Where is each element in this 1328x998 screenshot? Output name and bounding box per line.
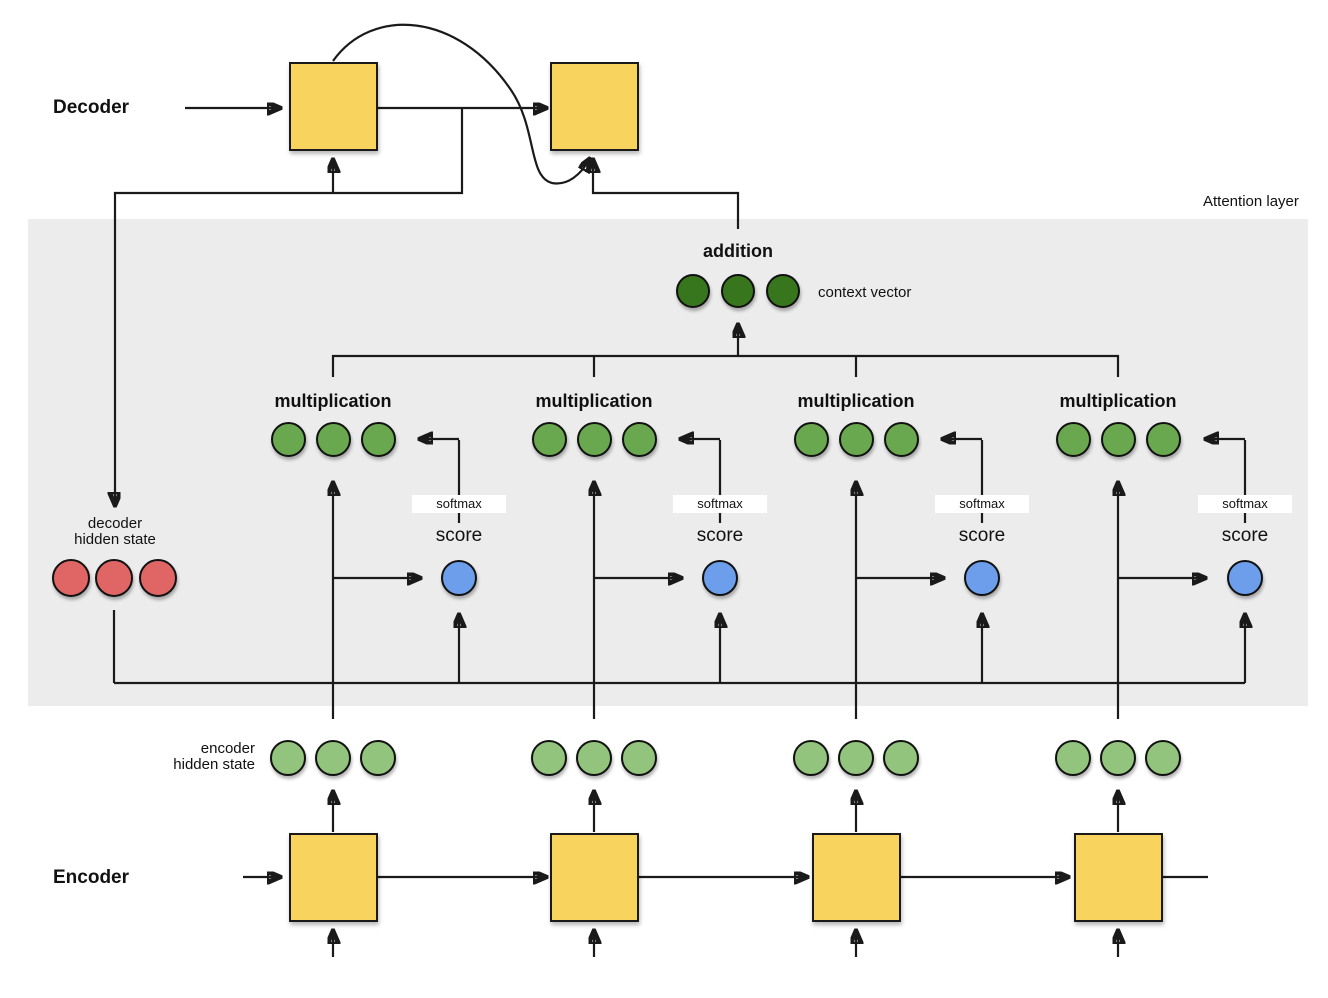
multiplication-label: multiplication xyxy=(274,391,392,411)
encoder-hidden-state-line1: encoder xyxy=(200,740,255,757)
multiplication-circle xyxy=(884,422,919,457)
context-vector-circle xyxy=(766,274,800,308)
context-vector-label: context vector xyxy=(818,284,912,301)
multiplication-circle xyxy=(577,422,612,457)
decoder-recurrent-curve-arrow xyxy=(332,23,589,185)
score-label: score xyxy=(1221,525,1269,546)
encoder-cell-4 xyxy=(1074,833,1163,922)
score-circle xyxy=(441,560,477,596)
decoder-hidden-state-line2: hidden state xyxy=(74,531,156,548)
attention-layer-panel xyxy=(28,219,1308,706)
encoder-label: Encoder xyxy=(53,867,130,888)
multiplication-circle xyxy=(839,422,874,457)
encoder-hidden-state-label: encoder hidden state xyxy=(115,741,255,773)
encoder-hidden-circle xyxy=(360,740,396,776)
multiplication-label: multiplication xyxy=(797,391,915,411)
score-label: score xyxy=(435,525,483,546)
encoder-hidden-circle xyxy=(883,740,919,776)
encoder-hidden-circle xyxy=(838,740,874,776)
encoder-cell-1 xyxy=(289,833,378,922)
decoder-hidden-circle xyxy=(52,559,90,597)
encoder-hidden-circle xyxy=(315,740,351,776)
decoder-cell-2 xyxy=(550,62,639,151)
multiplication-circle xyxy=(622,422,657,457)
softmax-box: softmax xyxy=(1198,495,1292,513)
score-circle xyxy=(1227,560,1263,596)
decoder-hidden-circle xyxy=(95,559,133,597)
score-label: score xyxy=(696,525,744,546)
multiplication-label: multiplication xyxy=(535,391,653,411)
multiplication-circle xyxy=(1146,422,1181,457)
multiplication-circle xyxy=(532,422,567,457)
encoder-hidden-circle xyxy=(1055,740,1091,776)
decoder-hidden-state-label: decoder hidden state xyxy=(35,516,195,548)
decoder-cell-1 xyxy=(289,62,378,151)
context-to-decoder-cell2-arrow xyxy=(593,161,740,229)
attention-layer-label: Attention layer xyxy=(1203,193,1299,210)
multiplication-circle xyxy=(361,422,396,457)
softmax-box: softmax xyxy=(935,495,1029,513)
multiplication-circle xyxy=(794,422,829,457)
score-circle xyxy=(702,560,738,596)
multiplication-circle xyxy=(271,422,306,457)
encoder-cell-3 xyxy=(812,833,901,922)
context-vector-circle xyxy=(676,274,710,308)
multiplication-label: multiplication xyxy=(1059,391,1177,411)
decoder-output-to-hidden-state-arrow xyxy=(115,109,464,504)
context-vector-circle xyxy=(721,274,755,308)
multiplication-circle xyxy=(1056,422,1091,457)
encoder-hidden-circle xyxy=(621,740,657,776)
encoder-hidden-state-line2: hidden state xyxy=(173,756,255,773)
score-circle xyxy=(964,560,1000,596)
encoder-cell-2 xyxy=(550,833,639,922)
multiplication-circle xyxy=(316,422,351,457)
softmax-box: softmax xyxy=(412,495,506,513)
encoder-hidden-circle xyxy=(270,740,306,776)
decoder-label: Decoder xyxy=(53,97,130,118)
encoder-hidden-circle xyxy=(531,740,567,776)
multiplication-circle xyxy=(1101,422,1136,457)
encoder-hidden-circle xyxy=(793,740,829,776)
encoder-hidden-circle xyxy=(576,740,612,776)
decoder-hidden-circle xyxy=(139,559,177,597)
encoder-hidden-circle xyxy=(1100,740,1136,776)
score-label: score xyxy=(958,525,1006,546)
softmax-box: softmax xyxy=(673,495,767,513)
encoder-hidden-circle xyxy=(1145,740,1181,776)
addition-label: addition xyxy=(703,241,773,261)
decoder-hidden-state-line1: decoder xyxy=(87,515,143,532)
multiplication-collector-line xyxy=(331,354,1120,377)
